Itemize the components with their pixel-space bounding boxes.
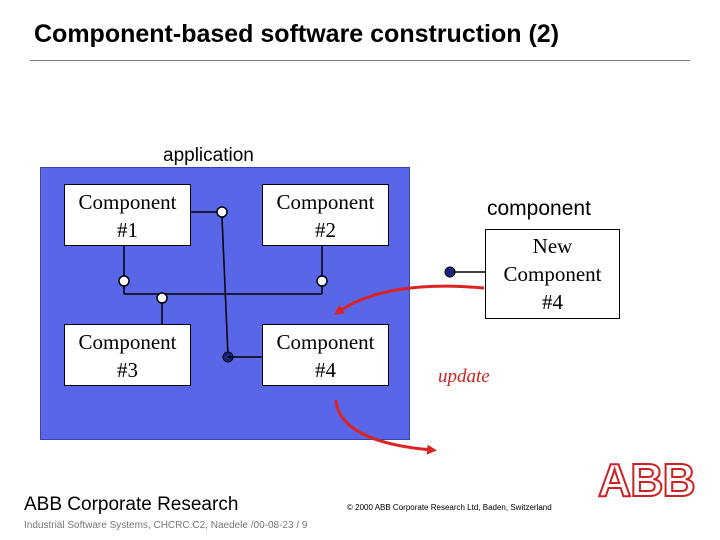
title-divider	[30, 60, 690, 61]
new-component-line1: New	[532, 234, 573, 258]
component-label: component	[487, 197, 591, 220]
arrow-new-in	[333, 284, 485, 315]
component-3: Component #3	[64, 324, 191, 386]
component-4: Component #4	[262, 324, 389, 386]
component-2: Component #2	[262, 184, 389, 246]
svg-text:ABB: ABB	[598, 454, 695, 502]
abb-logo-icon: ABB	[597, 453, 697, 502]
component-2-name: Component	[276, 190, 375, 214]
arrow-old-out	[334, 399, 437, 455]
socket-c2-bottom	[316, 275, 328, 287]
component-3-name: Component	[78, 330, 177, 354]
footer-organization: ABB Corporate Research	[24, 494, 239, 515]
footer-subtitle: Industrial Software Systems, CHCRC.C2, N…	[24, 520, 308, 531]
new-component-4: New Component #4	[485, 229, 620, 319]
new-component-line3: #4	[542, 290, 563, 314]
component-3-number: #3	[117, 358, 138, 382]
slide-title: Component-based software construction (2…	[34, 20, 560, 48]
application-label: application	[163, 145, 254, 166]
component-4-number: #4	[315, 358, 336, 382]
component-2-number: #2	[315, 218, 336, 242]
component-1: Component #1	[64, 184, 191, 246]
component-1-name: Component	[78, 190, 177, 214]
component-1-number: #1	[117, 218, 138, 242]
footer-copyright: © 2000 ABB Corporate Research Ltd, Baden…	[347, 503, 552, 512]
update-label: update	[438, 366, 490, 387]
component-4-name: Component	[276, 330, 375, 354]
socket-c3-top	[156, 292, 168, 304]
plug-new-component	[444, 266, 456, 278]
socket-c1-right	[216, 206, 228, 218]
socket-c1-bottom	[118, 275, 130, 287]
wire-vertical	[221, 216, 229, 357]
new-component-line2: Component	[503, 262, 602, 286]
